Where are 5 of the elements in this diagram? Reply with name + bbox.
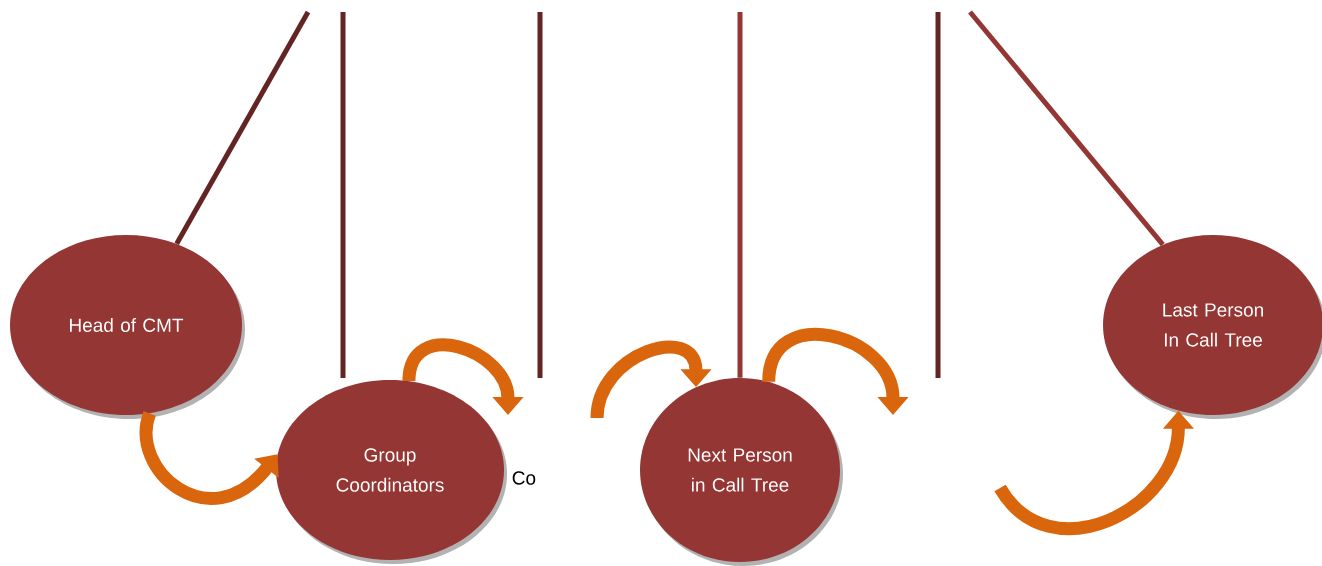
curved-arrow (590, 340, 712, 419)
string-line (737, 12, 743, 378)
partial-text: Co (512, 471, 536, 485)
string-line (174, 10, 311, 246)
string-line (968, 10, 1165, 247)
